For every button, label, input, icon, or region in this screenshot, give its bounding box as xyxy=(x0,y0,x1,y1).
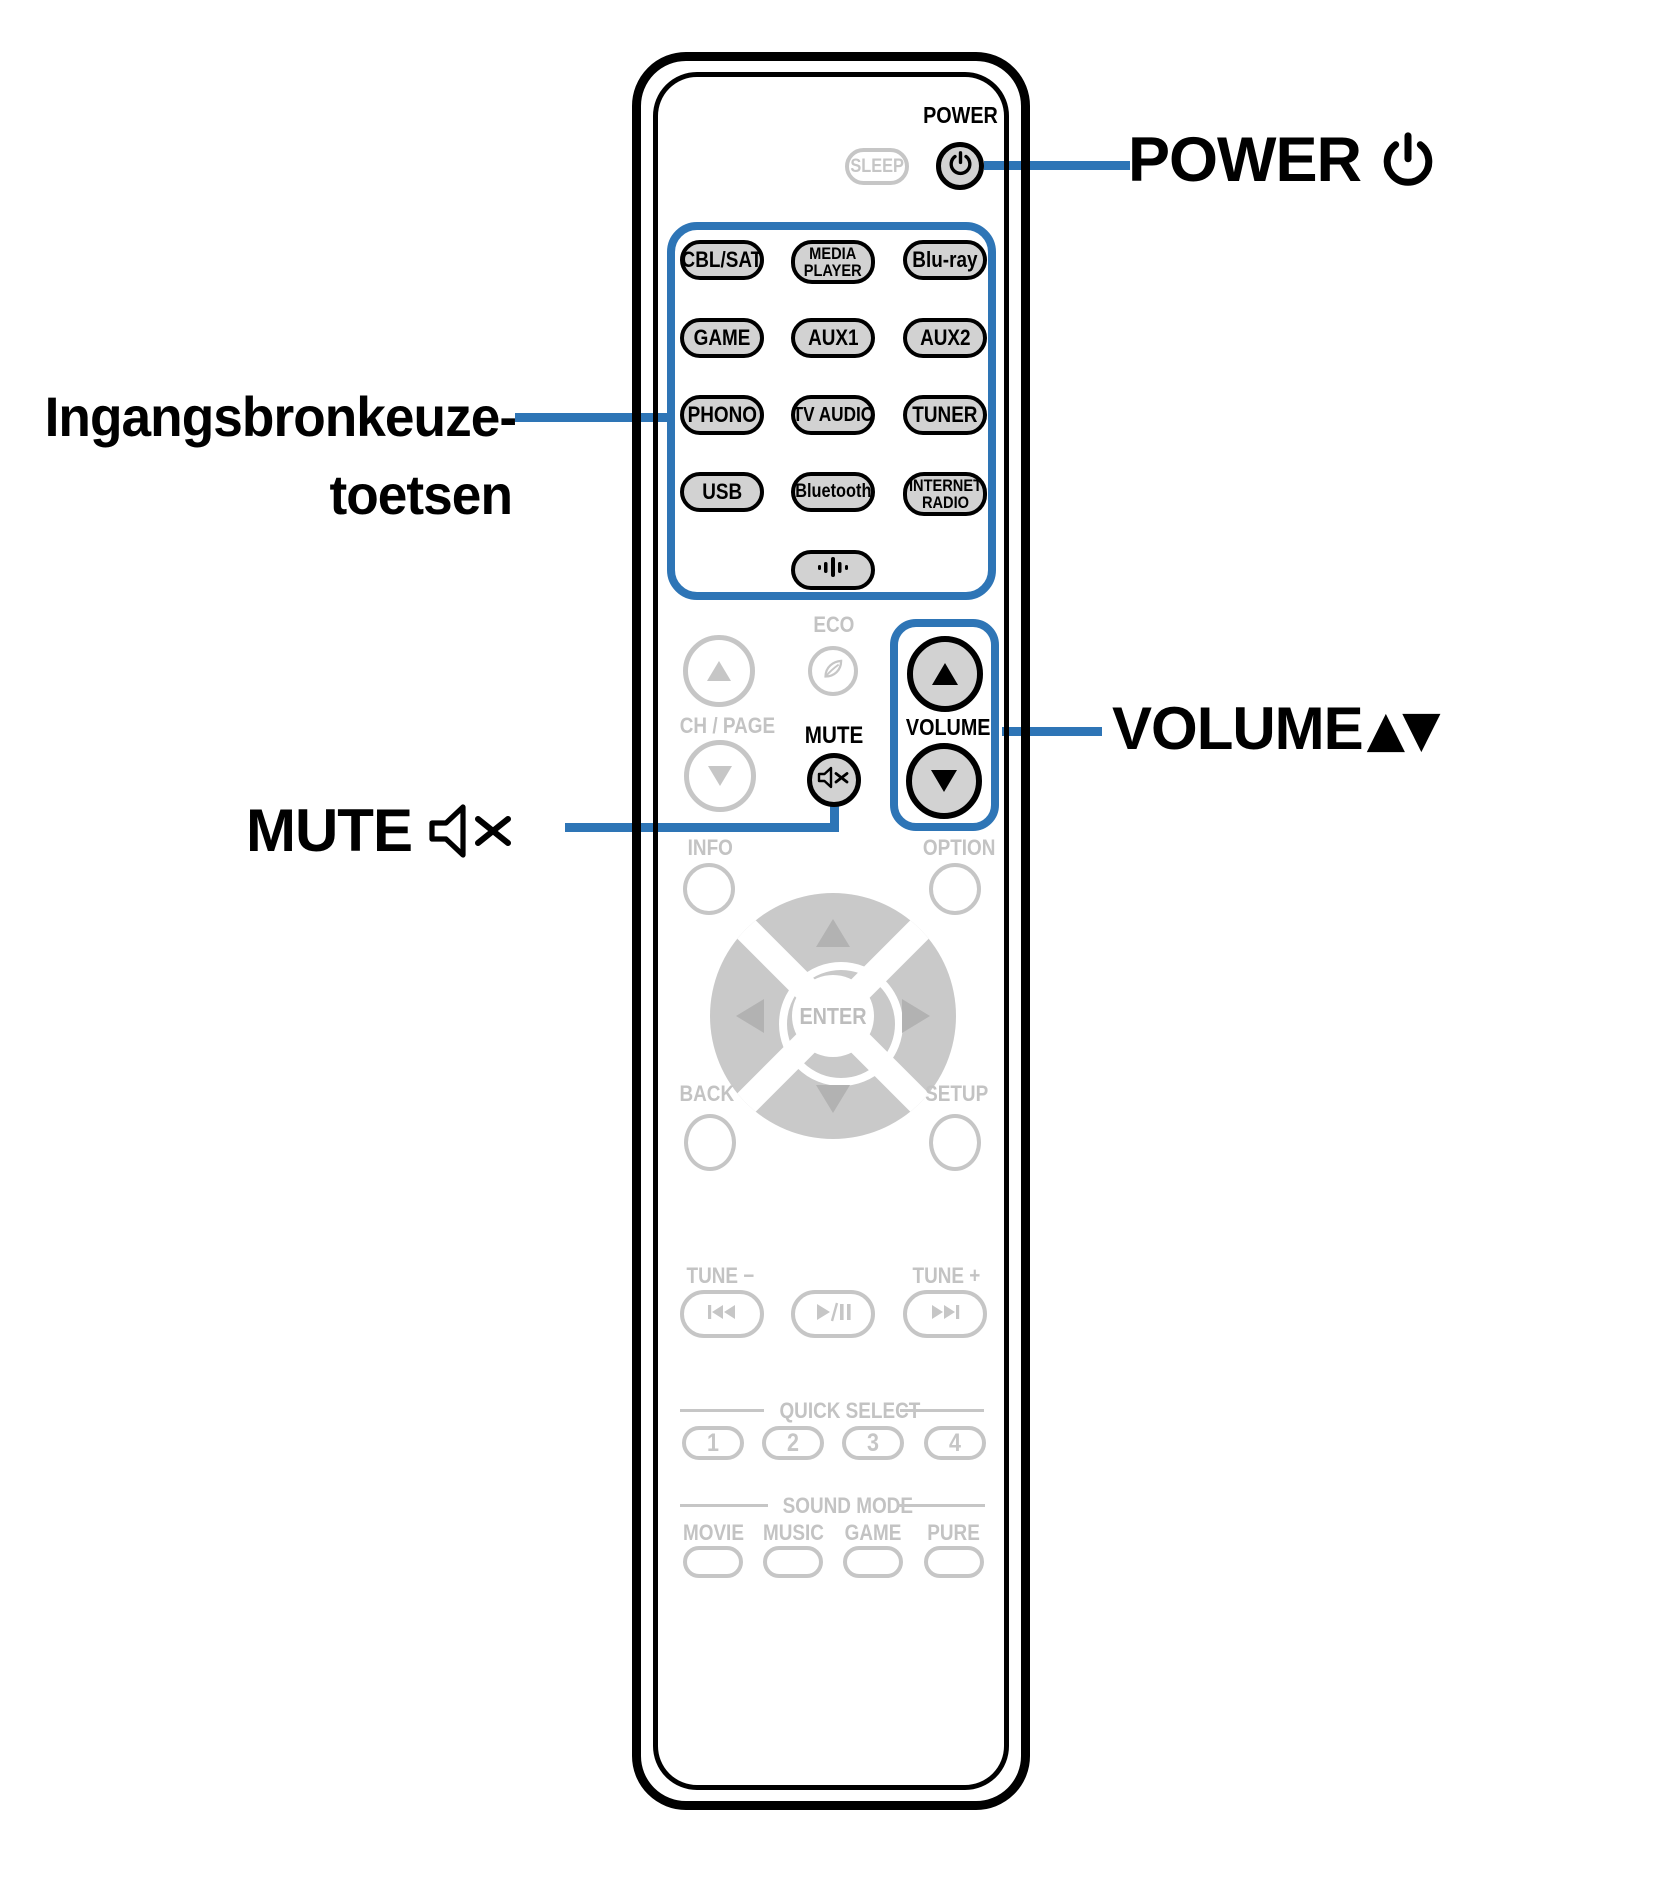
sound-mode-music-button[interactable] xyxy=(763,1546,823,1578)
mute-callout: MUTE xyxy=(246,796,528,865)
power-button[interactable] xyxy=(936,142,984,190)
mute-icon xyxy=(428,799,528,863)
power-callout-line xyxy=(984,161,1130,170)
quick-select-dash-left xyxy=(680,1409,764,1412)
mute-icon xyxy=(817,765,851,795)
input-sources-callout-line2: toetsen xyxy=(329,463,512,526)
input-button-media-player[interactable]: MEDIA PLAYER xyxy=(791,240,875,284)
skip-forward-icon xyxy=(925,1300,965,1329)
volume-button-label: VOLUME xyxy=(905,714,991,740)
input-button-usb[interactable]: USB xyxy=(680,472,764,512)
setup-button[interactable] xyxy=(929,1114,981,1171)
volume-callout: VOLUME ▲▼ xyxy=(1112,694,1441,763)
dpad-inner-ring xyxy=(779,962,903,1086)
volume-callout-line xyxy=(1002,727,1102,736)
mute-button-label: MUTE xyxy=(804,722,864,749)
play-pause-button[interactable] xyxy=(791,1290,875,1338)
play-pause-icon xyxy=(810,1299,856,1330)
ch-page-down-button[interactable] xyxy=(684,740,756,812)
enter-button[interactable]: ENTER xyxy=(792,975,874,1057)
sound-mode-pure-button[interactable] xyxy=(924,1546,984,1578)
mute-callout-line-horizontal xyxy=(565,823,839,832)
input-button-aux2[interactable]: AUX2 xyxy=(903,318,987,358)
sound-wave-icon xyxy=(814,554,852,586)
mute-button[interactable] xyxy=(807,753,861,807)
ch-page-up-button[interactable] xyxy=(683,635,755,707)
info-label: INFO xyxy=(687,835,733,860)
cursor-right-button[interactable] xyxy=(902,999,930,1033)
leaf-icon xyxy=(818,654,848,689)
back-button[interactable] xyxy=(684,1114,736,1171)
ch-page-label: CH / PAGE xyxy=(679,713,776,738)
power-callout-label: POWER xyxy=(1128,125,1362,195)
triangle-down-icon xyxy=(931,770,957,792)
power-icon xyxy=(1379,131,1437,189)
back-label: BACK xyxy=(679,1081,735,1106)
triangle-down-icon xyxy=(708,766,732,786)
volume-up-button[interactable] xyxy=(907,636,983,712)
eco-button[interactable] xyxy=(808,646,858,696)
input-button-phono[interactable]: PHONO xyxy=(680,395,764,435)
tune-plus-label: TUNE + xyxy=(912,1263,980,1288)
eco-label: ECO xyxy=(813,612,855,637)
power-button-label: POWER xyxy=(922,102,998,128)
quick-select-3-button[interactable]: 3 xyxy=(842,1426,904,1460)
sound-mode-movie-button[interactable] xyxy=(683,1546,743,1578)
input-sources-callout-line1: Ingangsbronkeuze- xyxy=(44,385,518,448)
audio-signal-button[interactable] xyxy=(791,550,875,590)
sound-mode-game-button[interactable] xyxy=(843,1546,903,1578)
volume-callout-label: VOLUME xyxy=(1112,695,1364,762)
power-callout: POWER xyxy=(1128,124,1437,196)
triangle-up-icon xyxy=(932,663,958,685)
quick-select-dash-right xyxy=(900,1409,984,1412)
skip-forward-button[interactable] xyxy=(903,1290,987,1338)
mute-callout-label: MUTE xyxy=(246,797,413,864)
input-sources-frame xyxy=(667,222,996,600)
sound-mode-pure-label: PURE xyxy=(927,1520,981,1545)
dpad: ENTER xyxy=(710,893,956,1139)
sound-mode-label: SOUND MODE xyxy=(782,1493,913,1518)
sound-mode-dash-left xyxy=(680,1504,768,1507)
sound-mode-music-label: MUSIC xyxy=(762,1520,824,1545)
option-label: OPTION xyxy=(922,835,996,860)
tune-minus-label: TUNE − xyxy=(686,1263,754,1288)
volume-down-button[interactable] xyxy=(906,743,982,819)
input-button-game[interactable]: GAME xyxy=(680,318,764,358)
input-button-internet-radio[interactable]: INTERNET RADIO xyxy=(903,472,987,516)
sound-mode-dash-right xyxy=(897,1504,985,1507)
input-button-blu-ray[interactable]: Blu-ray xyxy=(903,240,987,280)
input-button-aux1[interactable]: AUX1 xyxy=(791,318,875,358)
triangle-up-icon xyxy=(707,661,731,681)
volume-up-down-arrows: ▲▼ xyxy=(1366,699,1441,758)
cursor-left-button[interactable] xyxy=(736,999,764,1033)
sound-mode-movie-label: MOVIE xyxy=(682,1520,744,1545)
quick-select-1-button[interactable]: 1 xyxy=(682,1426,744,1460)
power-icon xyxy=(947,150,974,182)
quick-select-2-button[interactable]: 2 xyxy=(762,1426,824,1460)
sound-mode-game-label: GAME xyxy=(844,1520,902,1545)
skip-back-icon xyxy=(702,1300,742,1329)
mute-callout-line-vertical xyxy=(830,801,839,832)
input-sources-callout-line xyxy=(515,413,668,422)
sleep-button[interactable]: SLEEP xyxy=(845,148,909,185)
input-button-tv-audio[interactable]: TV AUDIO xyxy=(791,395,875,435)
cursor-up-button[interactable] xyxy=(816,919,850,947)
input-sources-callout: Ingangsbronkeuze- toetsen xyxy=(44,378,518,534)
setup-label: SETUP xyxy=(925,1081,989,1106)
input-button-cbl-sat[interactable]: CBL/SAT xyxy=(680,240,764,280)
input-button-bluetooth[interactable]: Bluetooth xyxy=(791,472,875,512)
skip-back-button[interactable] xyxy=(680,1290,764,1338)
cursor-down-button[interactable] xyxy=(816,1085,850,1113)
volume-frame xyxy=(890,619,999,831)
input-button-tuner[interactable]: TUNER xyxy=(903,395,987,435)
quick-select-label: QUICK SELECT xyxy=(779,1398,921,1423)
quick-select-4-button[interactable]: 4 xyxy=(924,1426,986,1460)
